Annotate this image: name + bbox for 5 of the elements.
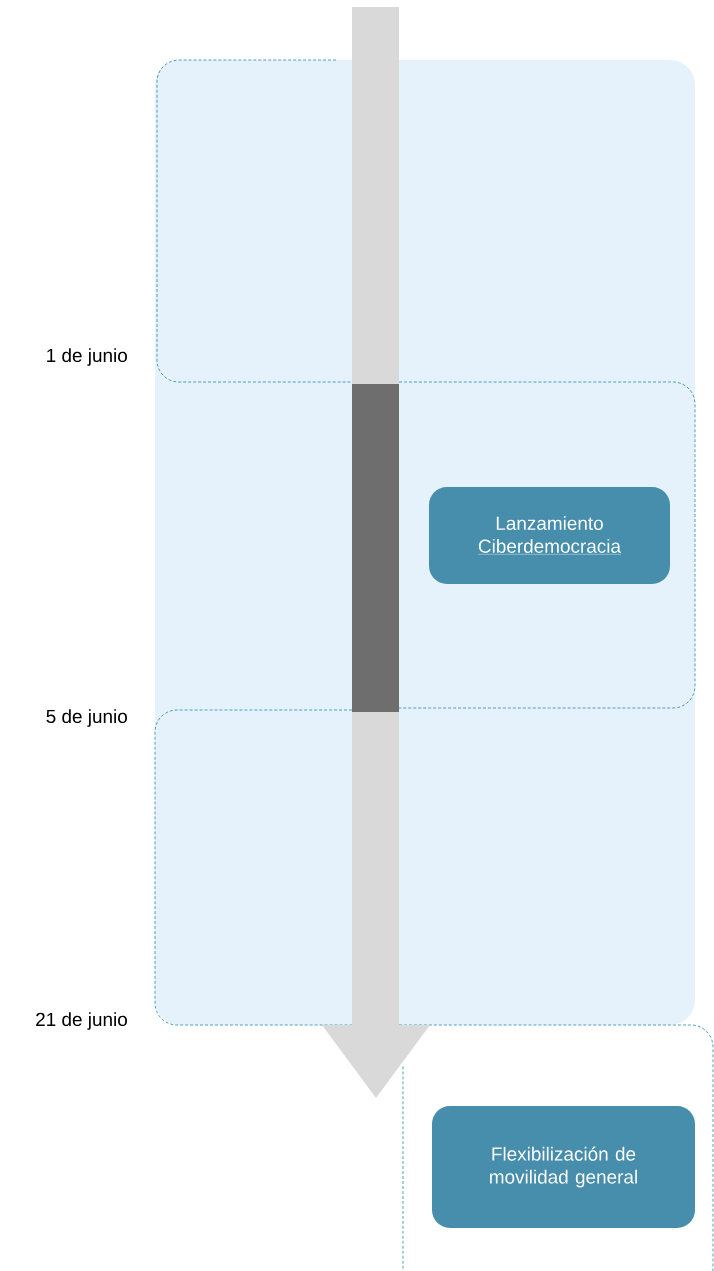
event-box: Lanzamiento Ciberdemocracia <box>429 487 670 584</box>
date-label: 5 de junio <box>46 709 127 727</box>
date-label: 21 de junio <box>36 1012 127 1030</box>
event-box: Flexibilización de movilidad general <box>432 1106 695 1228</box>
date-label: 1 de junio <box>47 348 127 366</box>
